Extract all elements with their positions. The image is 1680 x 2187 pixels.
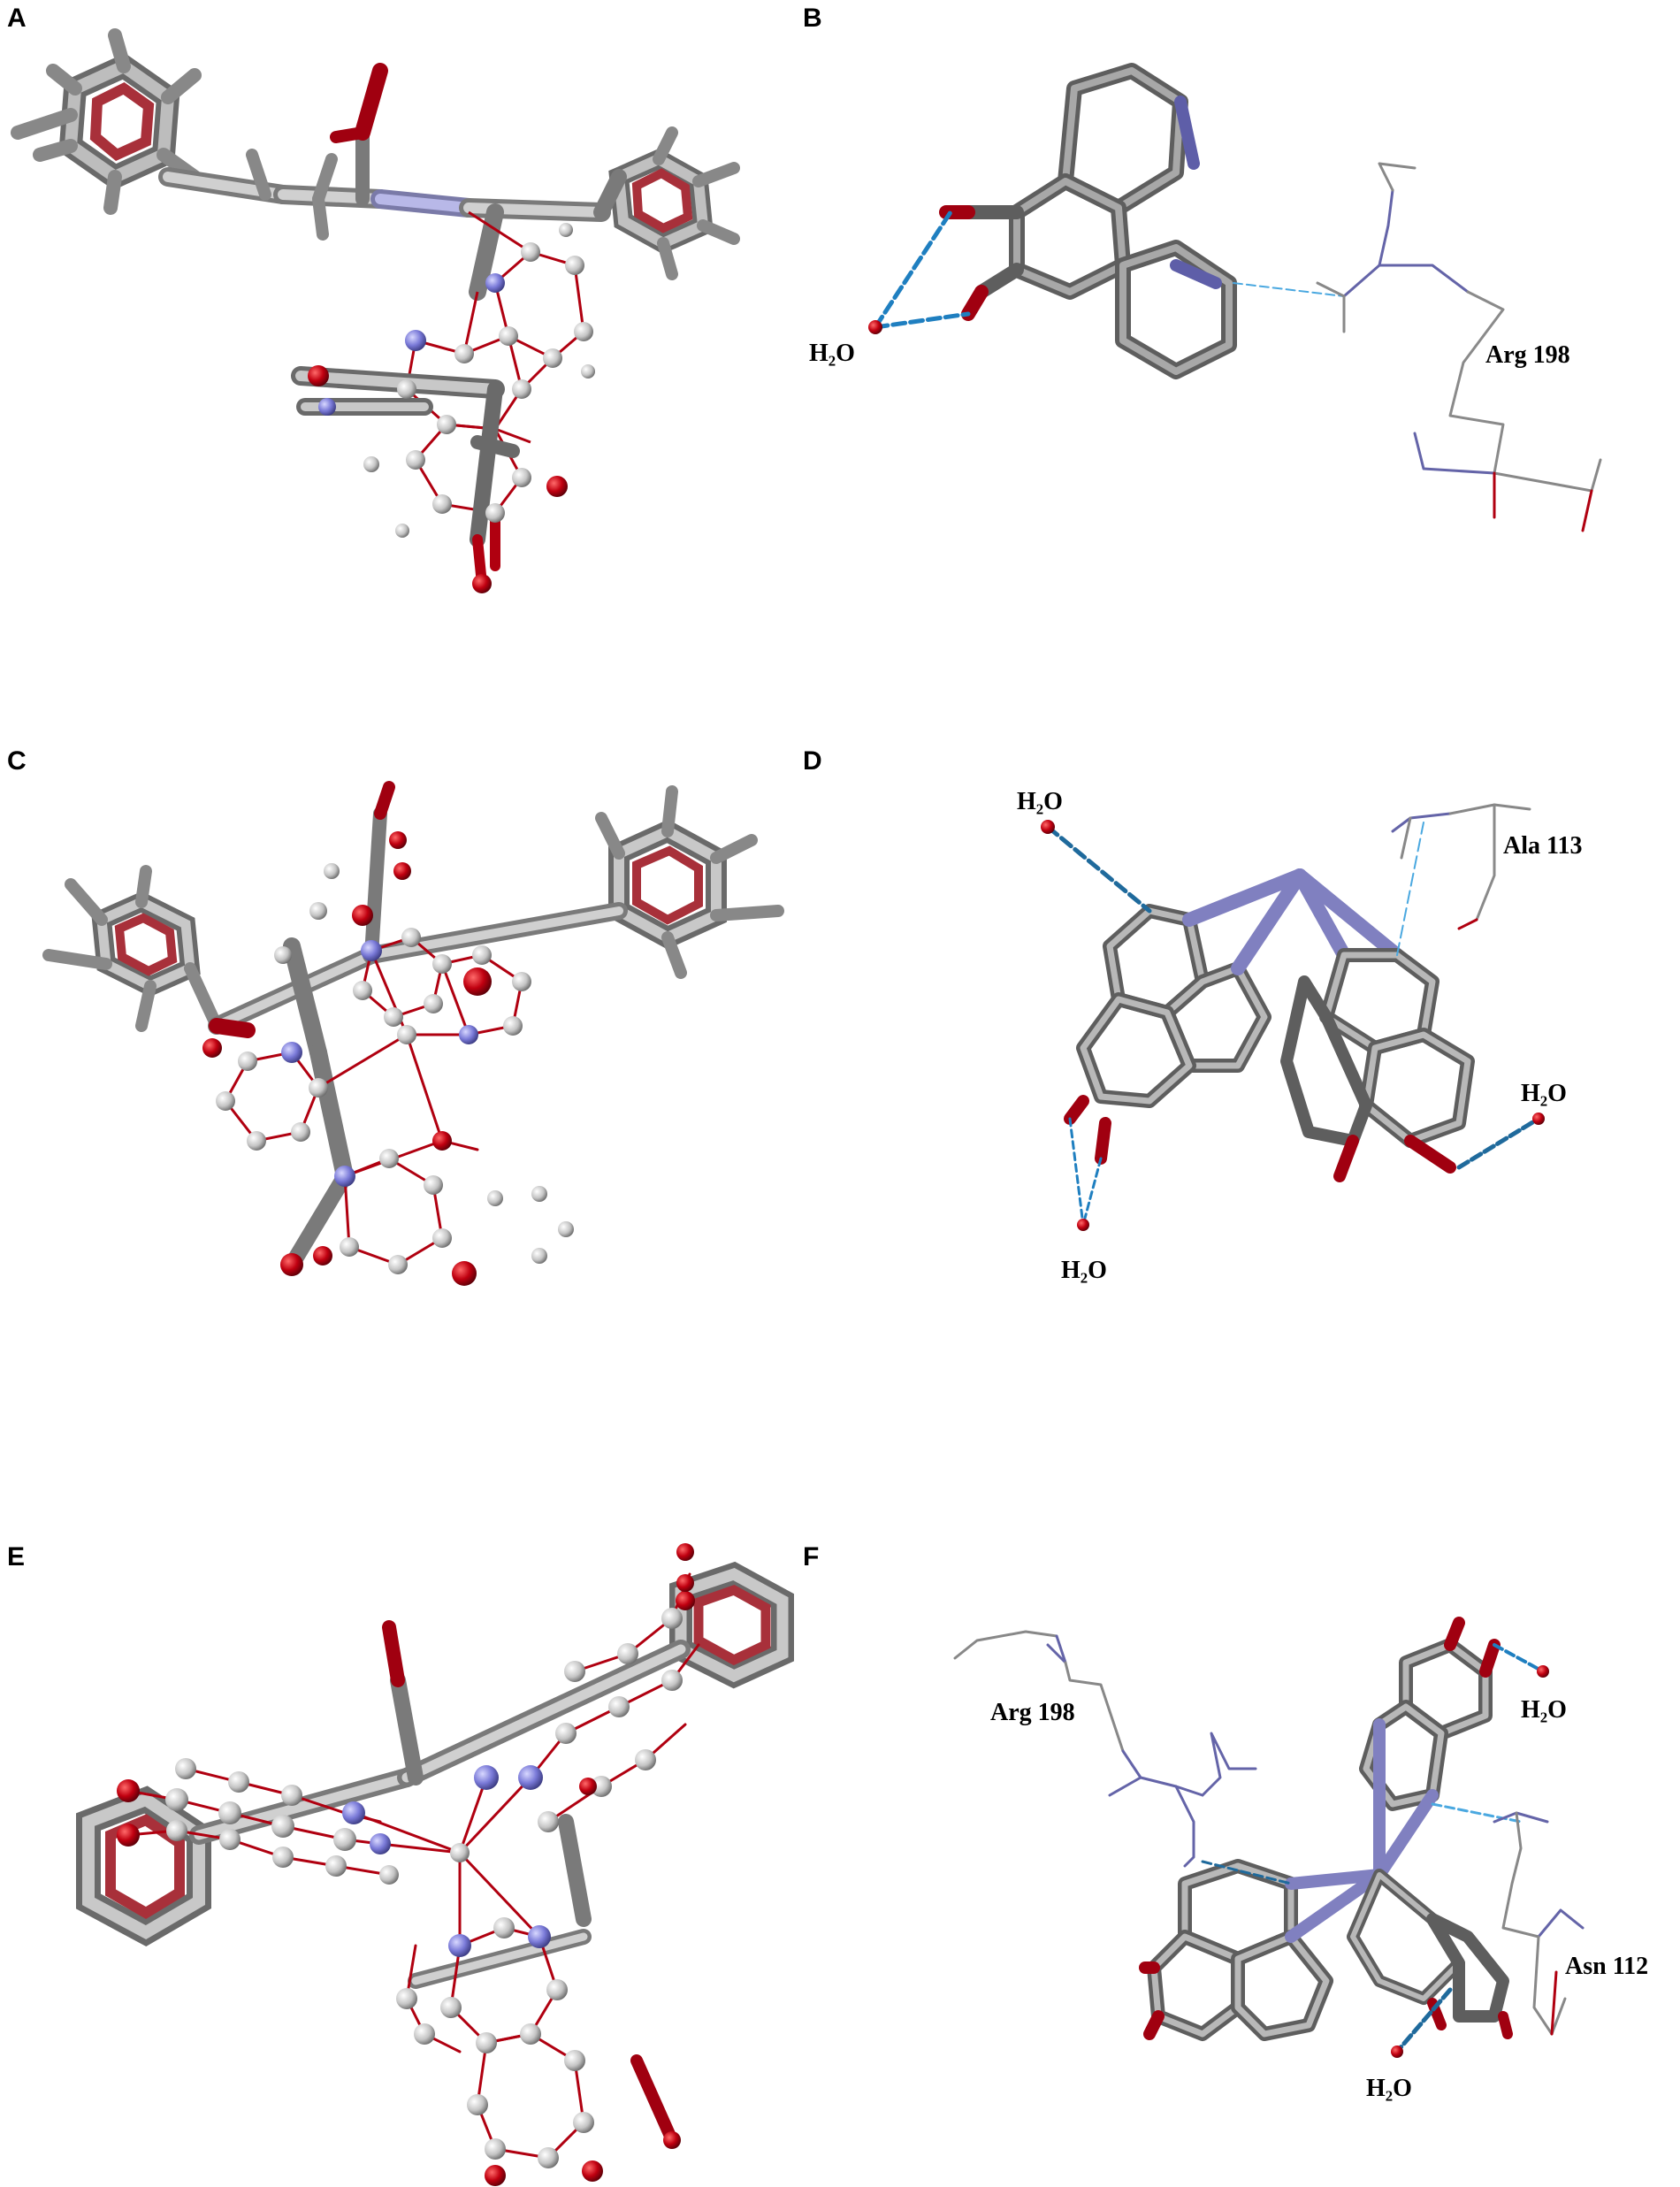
hbond-f3	[1431, 1802, 1523, 1824]
backbone-a	[158, 63, 611, 301]
panel-f-molecule	[953, 1617, 1585, 2058]
hbond-f1	[1493, 1643, 1545, 1673]
hbond-b2	[873, 311, 971, 330]
water-label-b: H₂O	[809, 340, 855, 367]
residue-label-ala113-d: Ala 113	[1503, 832, 1582, 860]
water-f2	[1391, 2046, 1403, 2058]
residue-label-arg198-f: Arg 198	[990, 1699, 1075, 1726]
residue-arg-f	[953, 1630, 1257, 1868]
water-d1	[1041, 820, 1055, 834]
hbond-d4	[1456, 1116, 1541, 1170]
hbond-b1	[873, 210, 953, 330]
residue-label-asn112-f: Asn 112	[1565, 1953, 1648, 1980]
water-label-f1: H₂O	[1521, 1696, 1567, 1724]
residue-asn-f	[1493, 1811, 1585, 2036]
metal-complex-core-e	[126, 1572, 700, 2160]
water-label-f2: H₂O	[1366, 2075, 1412, 2102]
panel-c-molecule	[42, 781, 784, 1286]
panel-b-molecule	[868, 63, 1602, 532]
hbond-f4	[1201, 1860, 1293, 1885]
residue-ala-d	[1391, 803, 1531, 930]
phenyl-ring-e-left	[76, 1786, 211, 1947]
water-d3	[1532, 1113, 1545, 1125]
phenyl-ring-left	[11, 28, 202, 215]
water-label-d1: H₂O	[1017, 788, 1063, 815]
water-b	[868, 320, 882, 334]
panel-label-b: B	[803, 4, 822, 33]
residue-arg-b	[1316, 162, 1602, 532]
panel-d-labels: H₂O H₂O H₂O Ala 113	[1017, 788, 1582, 1284]
panel-d-molecule	[1041, 803, 1545, 1231]
panel-label-f: F	[803, 1542, 820, 1571]
water-f1	[1537, 1665, 1549, 1678]
panel-label-a: A	[7, 4, 27, 33]
atoms-a	[308, 223, 595, 593]
hbond-b3	[1233, 282, 1345, 297]
panel-b-labels: H₂O Arg 198	[809, 340, 1570, 369]
phenyl-ring-right	[593, 126, 740, 280]
water-d2	[1077, 1219, 1089, 1231]
backbone-c	[208, 781, 628, 1273]
panel-label-e: E	[7, 1542, 26, 1571]
hbond-d5	[1396, 822, 1424, 956]
residue-label-arg198-b: Arg 198	[1485, 341, 1570, 369]
panel-label-c: C	[7, 746, 27, 776]
atoms-c	[202, 831, 574, 1286]
phenyl-ring-e-right	[669, 1561, 794, 1689]
core-thick-bonds-a	[291, 366, 520, 589]
hbond-f2	[1394, 1987, 1453, 2054]
water-label-d3: H₂O	[1521, 1080, 1567, 1107]
phenyl-ring-c-left	[42, 865, 223, 1032]
panel-label-d: D	[803, 746, 822, 776]
phenyl-ring-c-right	[595, 785, 784, 979]
hbond-d2	[1068, 1117, 1085, 1227]
water-label-d2: H₂O	[1061, 1257, 1107, 1284]
atoms-e	[117, 1543, 695, 2186]
backbone-e	[189, 1620, 691, 2146]
panel-f-labels: Arg 198 H₂O Asn 112 H₂O	[990, 1696, 1648, 2102]
hbond-d1	[1045, 824, 1152, 914]
panel-e-molecule	[76, 1543, 794, 2186]
panel-a-molecule	[11, 28, 740, 593]
hbond-d3	[1081, 1157, 1103, 1227]
